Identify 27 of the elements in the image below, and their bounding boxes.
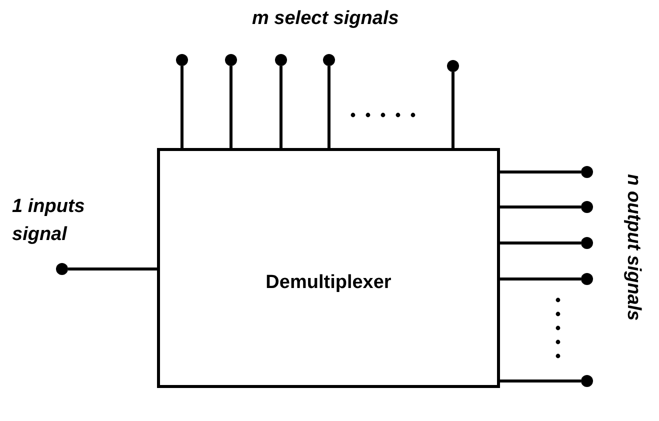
signal-line bbox=[500, 278, 581, 280]
terminal-dot bbox=[225, 54, 237, 66]
signal-line bbox=[328, 66, 330, 148]
signal-label: 1 inputs signal bbox=[12, 195, 86, 247]
terminal-dot bbox=[323, 54, 335, 66]
terminal-dot bbox=[581, 237, 593, 249]
signal-label: n output signals bbox=[622, 174, 644, 323]
terminal-dot bbox=[581, 273, 593, 285]
signal-line bbox=[280, 66, 282, 148]
signal-label: m select signals bbox=[252, 8, 399, 30]
terminal-dot bbox=[581, 166, 593, 178]
terminal-dot bbox=[56, 263, 68, 275]
block-label: Demultiplexer bbox=[266, 272, 392, 294]
signal-line bbox=[180, 66, 184, 148]
signal-line bbox=[500, 206, 581, 208]
terminal-dot bbox=[176, 54, 188, 66]
terminal-dot bbox=[447, 60, 459, 72]
signal-line bbox=[500, 380, 581, 382]
terminal-dot bbox=[581, 375, 593, 387]
signal-line bbox=[500, 242, 581, 244]
terminal-dot bbox=[275, 54, 287, 66]
signal-line bbox=[68, 268, 157, 270]
signal-line bbox=[500, 170, 581, 174]
signal-line bbox=[230, 66, 232, 148]
terminal-dot bbox=[581, 201, 593, 213]
signal-line bbox=[452, 72, 454, 148]
block-box bbox=[157, 148, 500, 388]
